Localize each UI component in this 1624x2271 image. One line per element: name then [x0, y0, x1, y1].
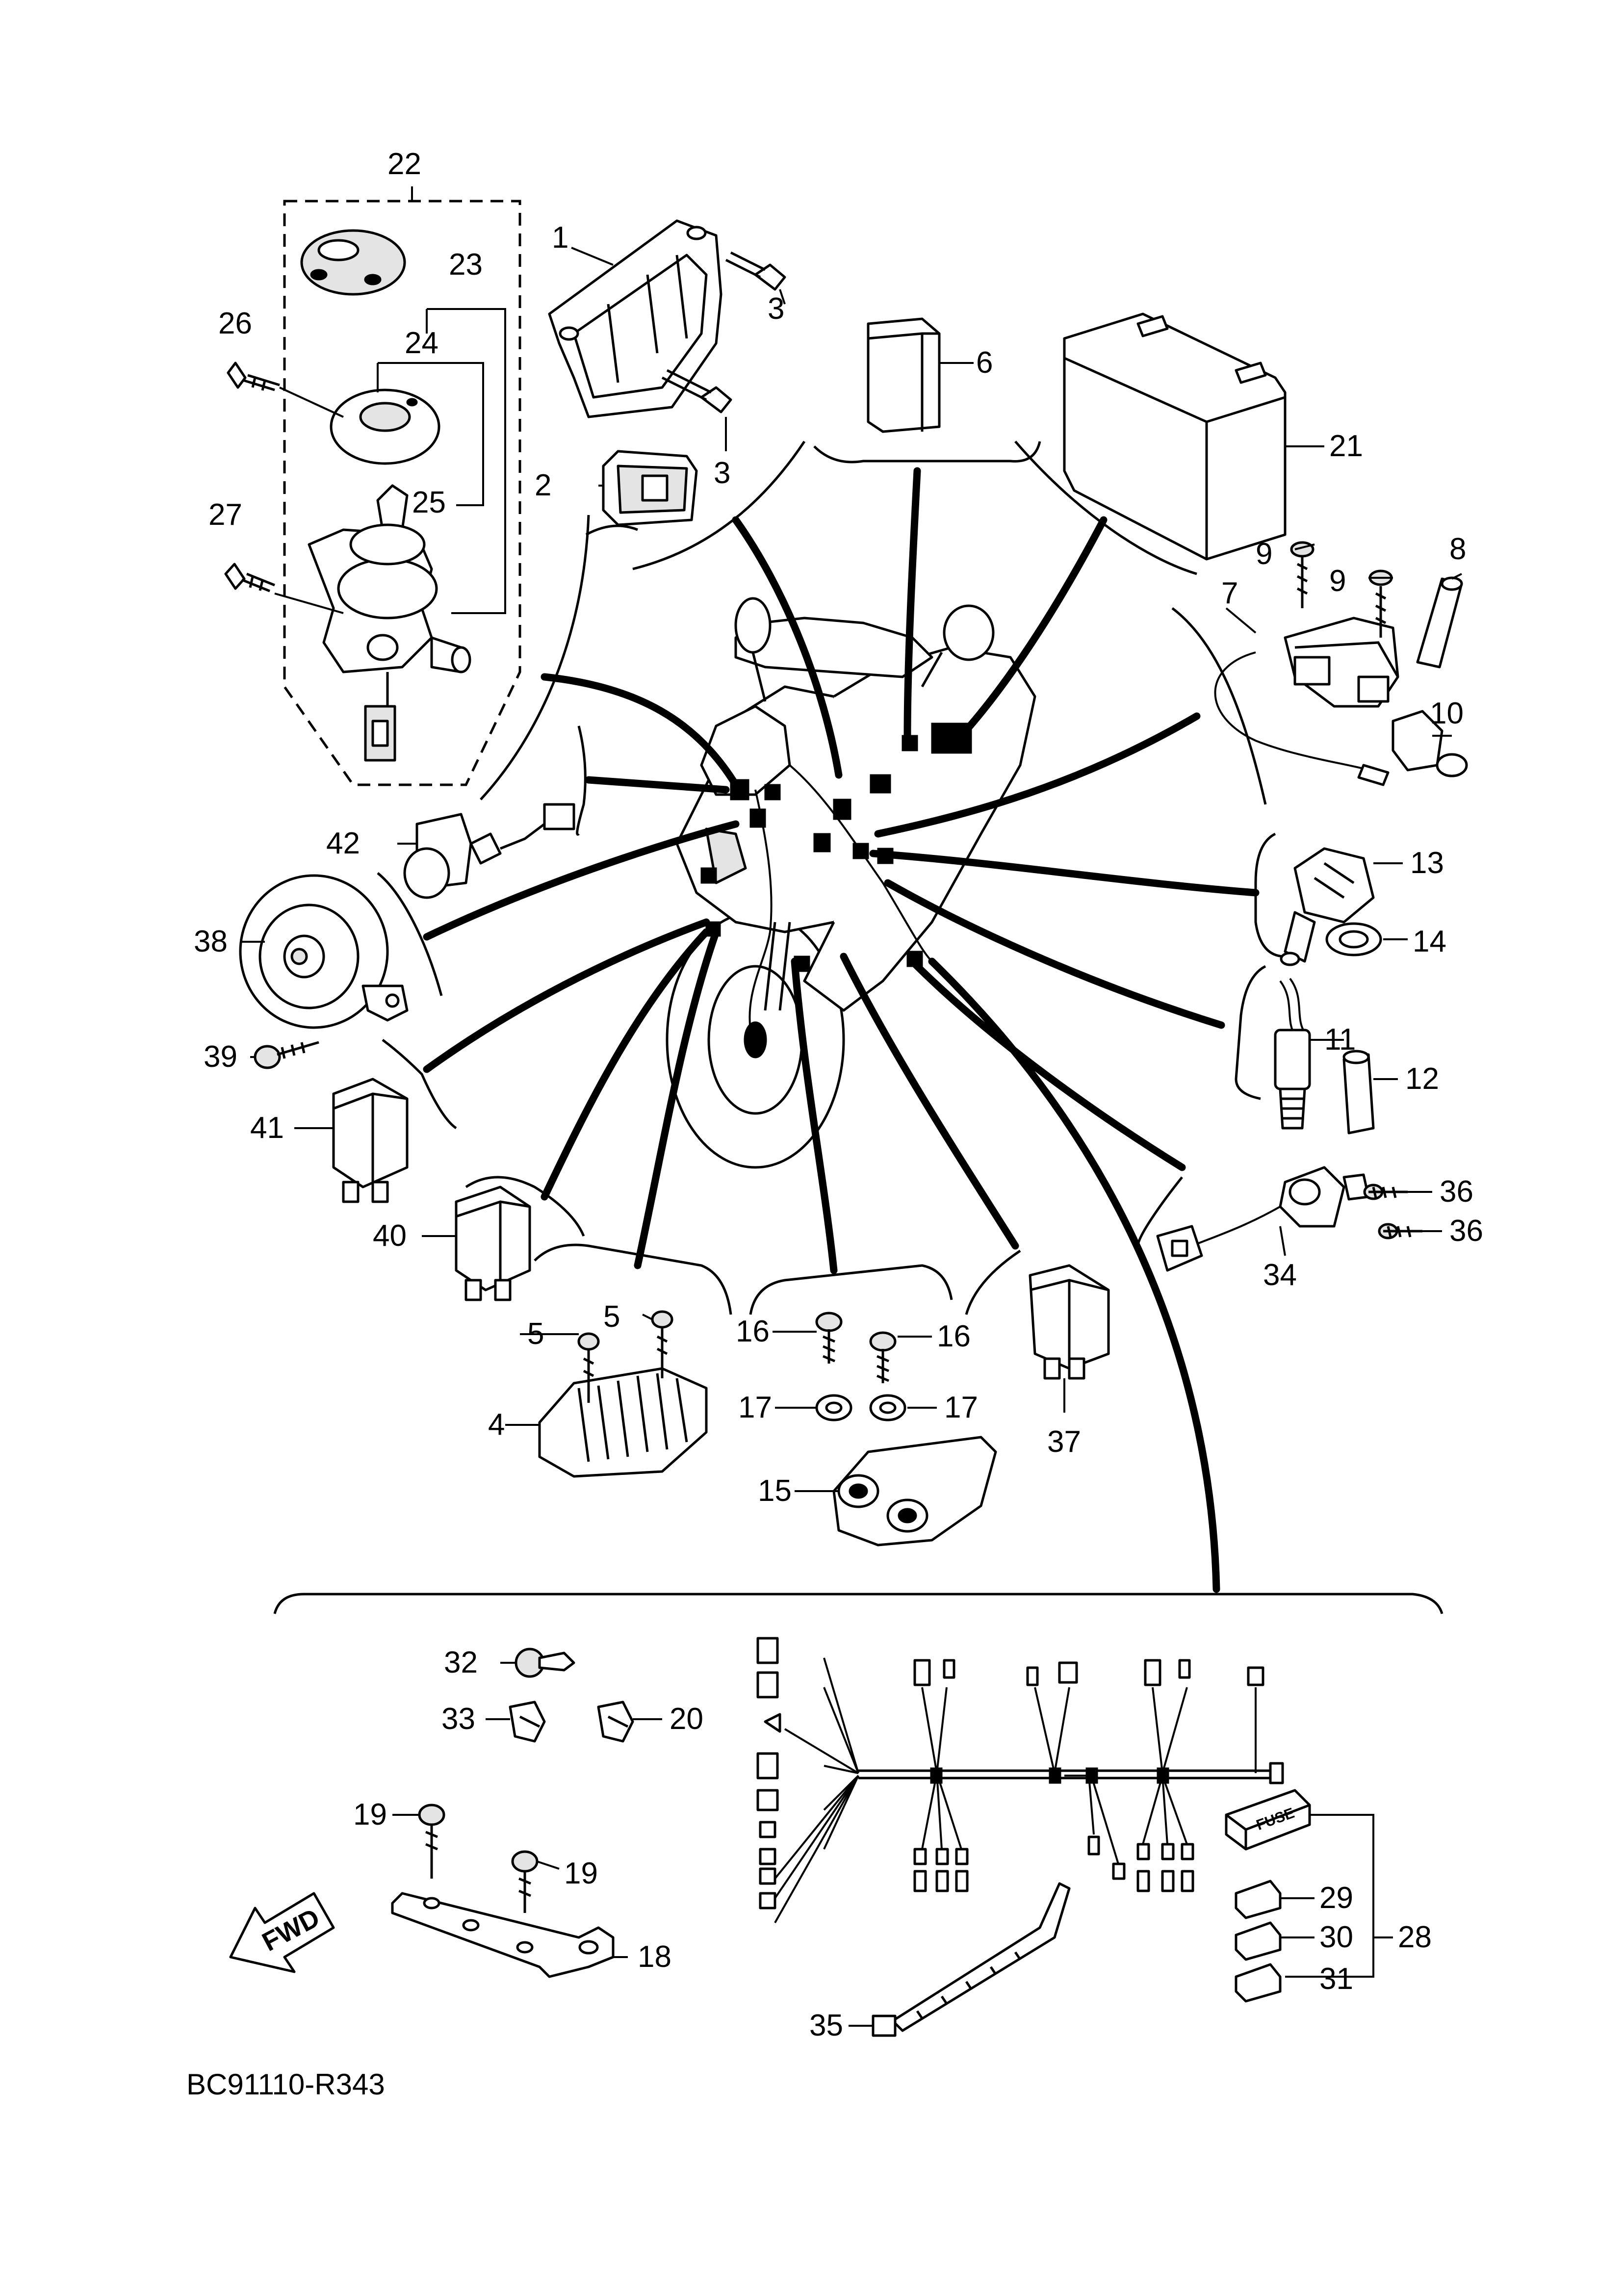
relay-37: [1029, 1264, 1110, 1380]
callout-4: 4: [488, 1408, 505, 1442]
callout-19b: 19: [564, 1857, 598, 1890]
callout-35: 35: [809, 2009, 843, 2042]
callout-28: 28: [1398, 1920, 1432, 1954]
callout-11: 11: [1324, 1023, 1356, 1057]
callout-38: 38: [194, 925, 228, 958]
callout-12: 12: [1405, 1062, 1439, 1096]
callout-16a: 16: [736, 1315, 770, 1348]
bracket-18: [391, 1804, 615, 1978]
callout-10: 10: [1430, 697, 1464, 730]
ecu-15: [815, 1312, 997, 1547]
callout-3a: 3: [768, 292, 784, 326]
callout-5b: 5: [603, 1300, 620, 1334]
cable-tie-35: [872, 1882, 1071, 2037]
callout-18: 18: [638, 1940, 671, 1974]
callout-20: 20: [670, 1702, 703, 1736]
callout-21: 21: [1329, 429, 1363, 463]
callout-36b: 36: [1449, 1214, 1483, 1248]
callout-31: 31: [1319, 1962, 1353, 1996]
callout-leaders: [240, 247, 1462, 2027]
diagram-code: BC91110-R343: [186, 2068, 385, 2101]
callout-37: 37: [1047, 1425, 1081, 1459]
callout-brackets-22-group: [274, 186, 506, 614]
battery-21: [1063, 312, 1287, 561]
wire-harness: [756, 1637, 1284, 1923]
relay-41: [332, 1078, 409, 1203]
callout-34: 34: [1263, 1258, 1297, 1292]
fwd-arrow: FWD: [229, 1892, 335, 1973]
main-switch-set: [224, 229, 471, 762]
callout-labels: 22 23 24 25 26 27 1 3 3 2 6 21 8 9 9 7 1…: [186, 147, 1483, 2101]
callout-13: 13: [1410, 846, 1444, 880]
callout-19a: 19: [353, 1798, 387, 1832]
callout-25: 25: [412, 486, 446, 519]
callout-17a: 17: [738, 1391, 772, 1424]
callout-7: 7: [1221, 576, 1238, 610]
relay-6: [867, 317, 941, 433]
callout-36a: 36: [1440, 1175, 1473, 1209]
callout-2: 2: [535, 468, 551, 502]
rectifier-4: [538, 1310, 708, 1478]
callout-1: 1: [552, 221, 568, 255]
callout-3b: 3: [714, 456, 730, 490]
callout-17b: 17: [944, 1391, 978, 1424]
horn-38: [239, 874, 409, 1069]
callout-5a: 5: [527, 1317, 544, 1351]
relay-40: [455, 1186, 531, 1301]
leader-lines: [423, 467, 1260, 1593]
callout-39: 39: [204, 1040, 237, 1074]
callout-15: 15: [758, 1474, 792, 1508]
fuse-box: FUSE: [1225, 1789, 1393, 2003]
callout-14: 14: [1413, 925, 1446, 958]
callout-9a: 9: [1256, 537, 1272, 571]
callout-22: 22: [387, 147, 421, 181]
callout-41: 41: [250, 1111, 284, 1145]
callout-30: 30: [1319, 1920, 1353, 1954]
callout-42: 42: [326, 826, 360, 860]
callout-33: 33: [441, 1702, 475, 1736]
callout-8: 8: [1449, 532, 1466, 566]
callout-23: 23: [449, 248, 483, 282]
sensor-13: [1280, 847, 1382, 966]
callout-32: 32: [444, 1646, 478, 1679]
callout-27: 27: [208, 498, 242, 532]
clips: [509, 1648, 634, 1743]
callout-29: 29: [1319, 1881, 1353, 1915]
callout-16b: 16: [937, 1319, 971, 1353]
sensor-34: [1156, 1166, 1422, 1272]
scooter-illustration: [666, 597, 1036, 1169]
callout-40: 40: [373, 1219, 407, 1253]
callout-24: 24: [405, 326, 438, 360]
ignition-coil: [1214, 541, 1468, 786]
callout-26: 26: [218, 307, 252, 340]
callout-9b: 9: [1329, 564, 1346, 598]
ecu-assembly: [548, 219, 786, 526]
oxygen-sensor: [1274, 978, 1375, 1135]
sensor-42: [403, 803, 575, 899]
callout-6: 6: [976, 346, 993, 380]
